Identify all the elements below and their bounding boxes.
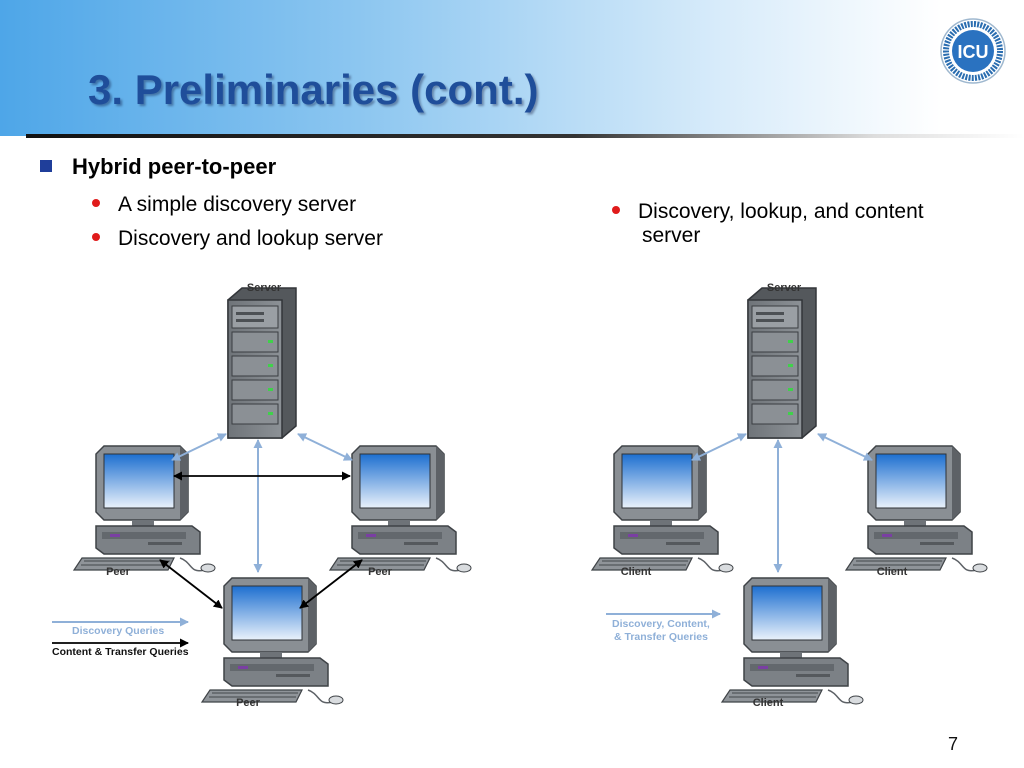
right-legend: Discovery, Content, & Transfer Queries	[606, 609, 721, 643]
left-network-diagram: Server Peer Peer Peer Discovery Queries …	[52, 282, 472, 709]
right-bullet-text-2: server	[642, 224, 701, 247]
main-bullet: Hybrid peer-to-peer	[40, 154, 383, 180]
content-arrow	[299, 559, 363, 609]
legend-line-1: Discovery, Content,	[612, 618, 710, 630]
square-bullet-icon	[40, 160, 52, 172]
query-arrow	[691, 433, 747, 461]
bottom-client-computer	[721, 577, 864, 705]
left-legend: Discovery Queries Content & Transfer Que…	[52, 617, 189, 658]
dot-bullet-icon	[92, 199, 100, 207]
bottom-peer-label: Peer	[236, 697, 261, 709]
network-diagrams: Server Peer Peer Peer Discovery Queries …	[52, 282, 988, 709]
left-server-label: Server	[247, 282, 282, 294]
header-band	[0, 0, 1024, 136]
sub-bullet-1-text: A simple discovery server	[118, 193, 357, 216]
bullet-list: Hybrid peer-to-peer A simple discovery s…	[40, 154, 383, 251]
sub-bullet-2: Discovery and lookup server	[40, 227, 383, 251]
sub-bullet-1: A simple discovery server	[40, 193, 383, 217]
left-client-label: Client	[621, 566, 652, 578]
bottom-client-label: Client	[753, 697, 784, 709]
bottom-peer-computer	[201, 577, 344, 705]
legend-line-2: & Transfer Queries	[614, 631, 708, 643]
left-peer-computer	[73, 445, 216, 573]
right-client-label: Client	[877, 566, 908, 578]
right-client-computer	[845, 445, 988, 573]
query-arrow	[817, 433, 873, 461]
dot-bullet-icon	[612, 206, 620, 214]
main-bullet-text: Hybrid peer-to-peer	[72, 154, 277, 179]
dot-bullet-icon	[92, 233, 100, 241]
right-peer-label: Peer	[368, 566, 393, 578]
sub-bullet-2-text: Discovery and lookup server	[118, 227, 383, 250]
right-network-diagram: Server Client Client Client Discovery, C…	[591, 282, 988, 709]
legend-discovery-text: Discovery Queries	[72, 625, 164, 637]
left-peer-label: Peer	[106, 566, 131, 578]
left-server-tower	[227, 287, 297, 439]
content-arrow	[159, 559, 223, 609]
legend-content-text: Content & Transfer Queries	[52, 646, 189, 658]
icu-logo: ICU	[940, 18, 1006, 84]
discovery-arrow	[297, 433, 353, 461]
logo-text: ICU	[958, 42, 989, 62]
right-peer-computer	[329, 445, 472, 573]
title-underline	[26, 134, 1024, 138]
right-server-tower	[747, 287, 817, 439]
right-server-label: Server	[767, 282, 802, 294]
right-bullet-text-1: Discovery, lookup, and content	[638, 200, 924, 223]
slide-title: 3. Preliminaries (cont.)	[88, 66, 539, 113]
discovery-arrow	[171, 433, 227, 461]
left-client-computer	[591, 445, 734, 573]
page-number: 7	[948, 734, 959, 754]
right-bullet: Discovery, lookup, and content server	[612, 200, 1012, 248]
